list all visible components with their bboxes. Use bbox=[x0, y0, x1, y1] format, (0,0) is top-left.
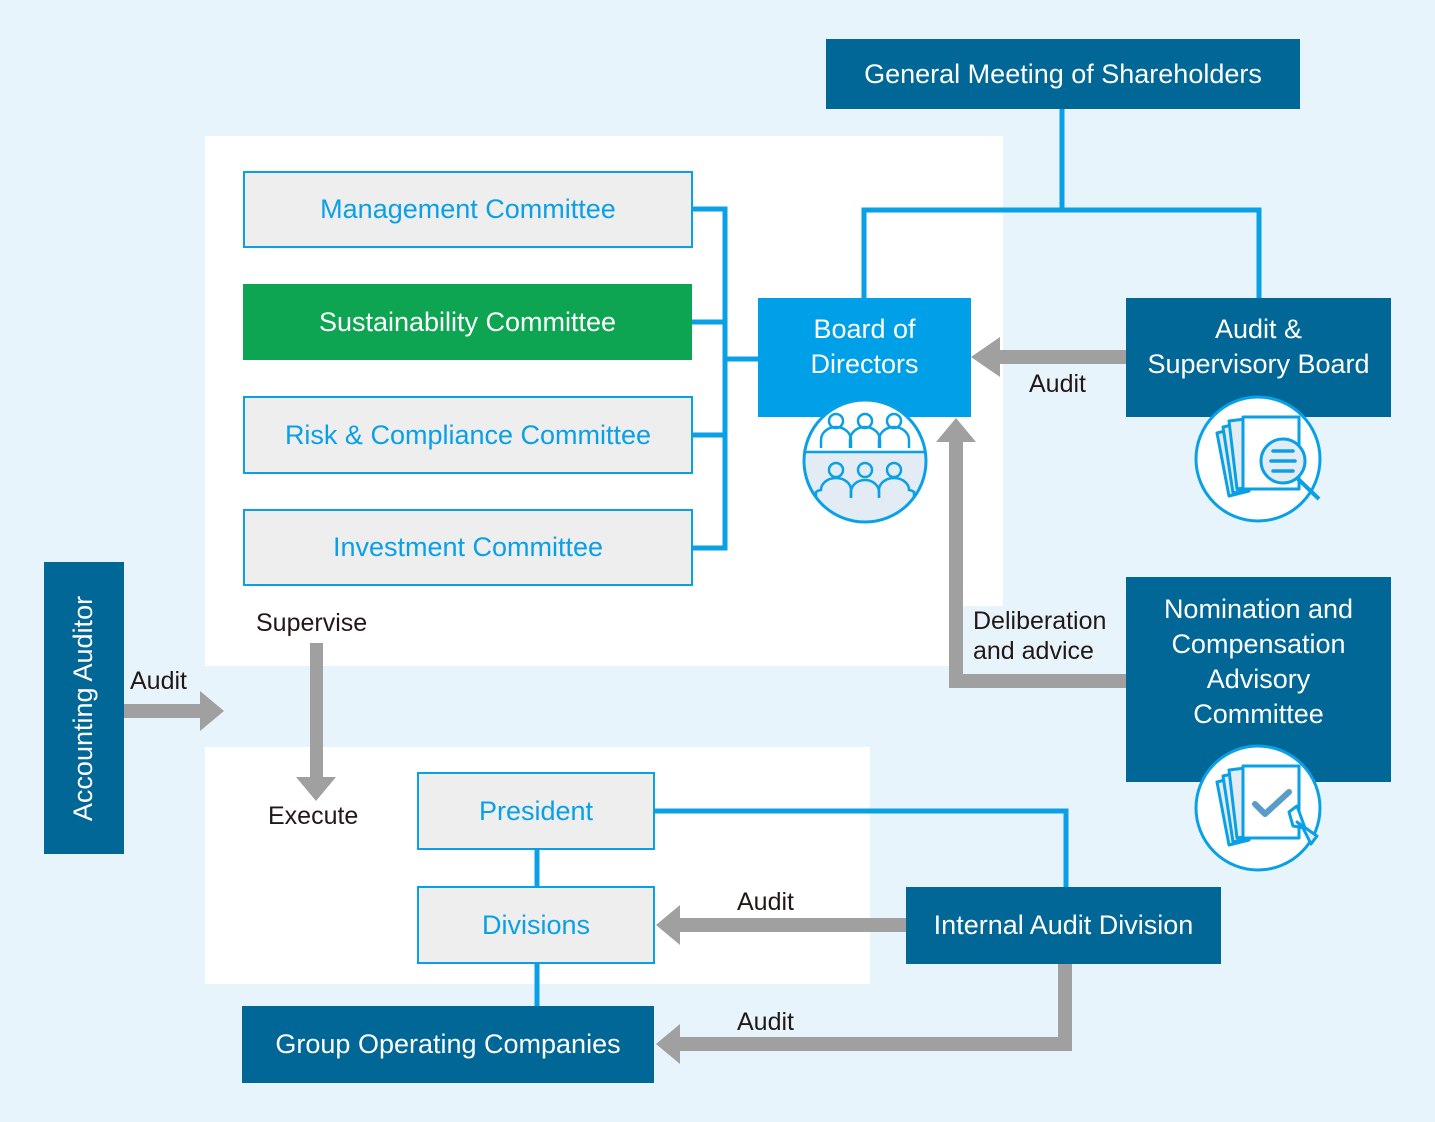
documents-magnifier-icon bbox=[1194, 395, 1322, 523]
execute-label: Execute bbox=[268, 802, 359, 830]
documents-checkmark-pen-icon bbox=[1194, 744, 1322, 872]
general-meeting-label: General Meeting of Shareholders bbox=[864, 58, 1262, 89]
connector-president-internal-audit bbox=[654, 808, 1069, 887]
president-label: President bbox=[478, 795, 594, 826]
management-committee-label: Management Committee bbox=[320, 194, 616, 224]
audit-label-accounting: Audit bbox=[130, 667, 187, 695]
board-of-directors[interactable]: Board of Directors bbox=[758, 298, 971, 417]
nomination-compensation-committee[interactable]: Nomination and Compensation Advisory Com… bbox=[1126, 577, 1391, 782]
arrow-supervise-head bbox=[296, 777, 336, 801]
arrow-asb-to-board-shaft bbox=[1000, 350, 1127, 364]
group-operating-companies[interactable]: Group Operating Companies bbox=[242, 1006, 654, 1083]
arrow-ia-divisions-shaft bbox=[680, 918, 906, 932]
audit-supervisory-board-label: Audit & Supervisory Board bbox=[1147, 314, 1370, 379]
deliberation-label: Deliberation and advice bbox=[963, 606, 1123, 670]
arrow-deliberation-shaft-h bbox=[949, 674, 1126, 688]
arrow-deliberation-shaft-v bbox=[949, 440, 963, 688]
arrow-ia-divisions-head bbox=[656, 905, 680, 945]
investment-committee-label: Investment Committee bbox=[332, 532, 604, 562]
risk-compliance-committee-label: Risk & Compliance Committee bbox=[284, 419, 652, 450]
arrow-deliberation-head bbox=[936, 418, 976, 442]
general-meeting-of-shareholders[interactable]: General Meeting of Shareholders bbox=[826, 39, 1300, 109]
audit-supervisory-board[interactable]: Audit & Supervisory Board bbox=[1126, 298, 1391, 417]
arrow-accounting-audit-shaft bbox=[124, 704, 200, 718]
nomination-compensation-label: Nomination and Compensation Advisory Com… bbox=[1163, 594, 1354, 729]
internal-audit-division[interactable]: Internal Audit Division bbox=[906, 887, 1221, 964]
arrow-ia-group-shaft-v bbox=[1058, 963, 1072, 1051]
internal-audit-division-label: Internal Audit Division bbox=[933, 910, 1194, 940]
arrow-ia-group-head bbox=[656, 1024, 680, 1064]
accounting-auditor-label: Accounting Auditor bbox=[68, 595, 99, 821]
sustainability-committee[interactable]: Sustainability Committee bbox=[243, 284, 692, 360]
arrow-ia-group-shaft-h bbox=[680, 1037, 1072, 1051]
connector-committee-bracket bbox=[692, 206, 728, 551]
investment-committee[interactable]: Investment Committee bbox=[243, 509, 693, 586]
board-of-directors-label: Board of Directors bbox=[810, 314, 919, 379]
sustainability-committee-label: Sustainability Committee bbox=[318, 306, 617, 337]
president[interactable]: President bbox=[417, 772, 655, 850]
divisions[interactable]: Divisions bbox=[417, 886, 655, 964]
audit-label-divisions: Audit bbox=[737, 888, 794, 916]
accounting-auditor[interactable]: Accounting Auditor bbox=[44, 562, 124, 854]
risk-compliance-committee[interactable]: Risk & Compliance Committee bbox=[243, 396, 693, 474]
group-operating-companies-label: Group Operating Companies bbox=[275, 1029, 621, 1059]
supervise-label: Supervise bbox=[256, 609, 368, 637]
arrow-asb-to-board-head bbox=[971, 337, 1000, 377]
connector-gms-to-board bbox=[861, 207, 1262, 298]
audit-label-asb: Audit bbox=[1029, 370, 1086, 398]
arrow-supervise-shaft bbox=[310, 643, 323, 779]
divisions-label: Divisions bbox=[481, 909, 591, 940]
arrow-accounting-audit-head bbox=[200, 691, 224, 731]
audit-label-group: Audit bbox=[737, 1008, 794, 1036]
management-committee[interactable]: Management Committee bbox=[243, 171, 693, 248]
board-meeting-people-icon bbox=[802, 400, 928, 524]
